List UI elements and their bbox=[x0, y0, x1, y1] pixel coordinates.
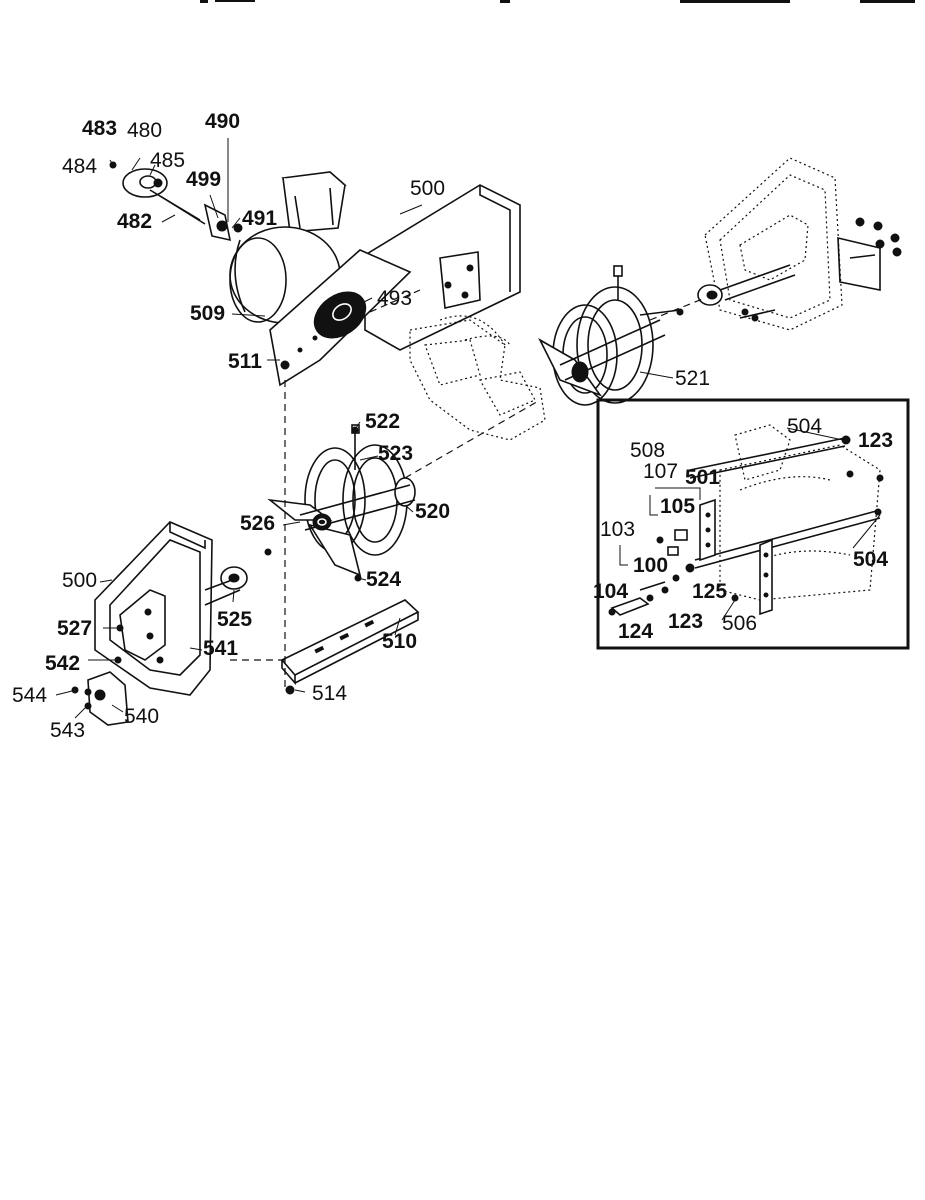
label-521: 521 bbox=[675, 367, 710, 390]
label-123-top: 123 bbox=[858, 429, 893, 452]
label-504-bottom: 504 bbox=[853, 548, 888, 571]
label-107: 107 bbox=[643, 460, 678, 483]
part-labels: 483 480 490 484 485 499 482 491 500 509 … bbox=[12, 110, 893, 742]
label-483: 483 bbox=[82, 117, 117, 140]
label-520: 520 bbox=[415, 500, 450, 523]
center-lines bbox=[230, 289, 706, 690]
right-auger bbox=[538, 265, 684, 406]
label-525: 525 bbox=[217, 608, 252, 631]
label-123-bottom: 123 bbox=[668, 610, 703, 633]
gearbox-phantom bbox=[409, 315, 546, 441]
label-484: 484 bbox=[62, 155, 97, 178]
label-482: 482 bbox=[117, 210, 152, 233]
label-523: 523 bbox=[378, 442, 413, 465]
label-524: 524 bbox=[366, 568, 401, 591]
chute-gear-assembly bbox=[109, 161, 243, 242]
label-491: 491 bbox=[242, 207, 277, 230]
label-514: 514 bbox=[312, 682, 347, 705]
label-501: 501 bbox=[685, 466, 720, 489]
label-510: 510 bbox=[382, 630, 417, 653]
label-500-left: 500 bbox=[62, 569, 97, 592]
label-493: 493 bbox=[377, 287, 412, 310]
label-542: 542 bbox=[45, 652, 80, 675]
scraper-bar bbox=[280, 599, 420, 695]
label-125: 125 bbox=[692, 580, 727, 603]
label-508: 508 bbox=[630, 439, 665, 462]
label-543: 543 bbox=[50, 719, 85, 742]
label-504-top: 504 bbox=[787, 415, 822, 438]
label-104: 104 bbox=[593, 580, 628, 603]
label-490: 490 bbox=[205, 110, 240, 133]
label-500-top: 500 bbox=[410, 177, 445, 200]
label-480: 480 bbox=[127, 119, 162, 142]
label-541: 541 bbox=[203, 637, 238, 660]
label-124: 124 bbox=[618, 620, 653, 643]
label-527: 527 bbox=[57, 617, 92, 640]
label-499: 499 bbox=[186, 168, 221, 191]
label-506: 506 bbox=[722, 612, 757, 635]
right-side-plate bbox=[697, 157, 902, 331]
label-522: 522 bbox=[365, 410, 400, 433]
label-544: 544 bbox=[12, 684, 47, 707]
label-103: 103 bbox=[600, 518, 635, 541]
label-105: 105 bbox=[660, 495, 695, 518]
cropped-header-strip bbox=[200, 0, 915, 3]
label-540: 540 bbox=[124, 705, 159, 728]
label-511: 511 bbox=[228, 350, 262, 373]
left-side-plate bbox=[71, 521, 272, 726]
inset-box bbox=[596, 398, 910, 650]
label-485: 485 bbox=[150, 149, 185, 172]
label-100: 100 bbox=[633, 554, 668, 577]
blower-housing bbox=[229, 171, 521, 387]
label-509: 509 bbox=[190, 302, 225, 325]
leader-lines bbox=[55, 138, 881, 719]
label-526: 526 bbox=[240, 512, 275, 535]
